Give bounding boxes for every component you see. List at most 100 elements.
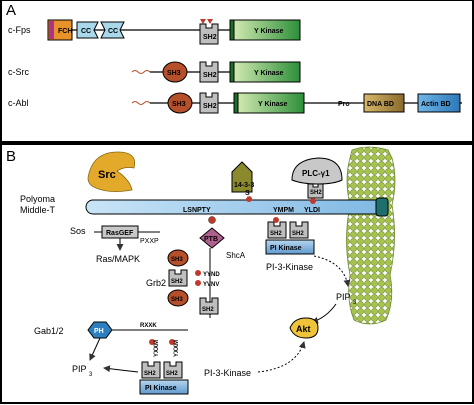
ras-mapk-label: Ras/MAPK	[96, 254, 140, 264]
plc-sh2-label: SH2	[310, 190, 322, 196]
pi3k-lower-akt-arrow	[257, 341, 306, 373]
domain-sh2	[199, 23, 219, 45]
domain-sh2-label: SH2	[203, 34, 217, 41]
motif-lsnpty: LSNPTY	[183, 207, 211, 214]
myristoyl-tail	[131, 101, 151, 105]
domain-kinase-cap	[229, 19, 235, 41]
domain-sh3	[167, 92, 193, 114]
grb2-sh3-c-label: SH3	[171, 297, 183, 303]
domain-sh2	[199, 61, 219, 83]
domain-sh2-label: SH2	[203, 103, 217, 110]
protein-name-c-fps: c-Fps	[8, 25, 31, 35]
shca-label: ShcA	[226, 251, 246, 260]
mt-label-line1: Polyoma	[20, 194, 55, 204]
phospho-triangle-2	[207, 19, 213, 24]
domain-fch-stripe	[49, 21, 54, 39]
pi3k-lower-sh2-1-label: SH2	[144, 371, 156, 377]
pip3-upper-base: PIP	[336, 292, 351, 302]
phospho-ympm	[273, 217, 279, 223]
panel-b-label: B	[6, 148, 16, 165]
domain-sh2-label: SH2	[203, 72, 217, 79]
middle-t-anchor	[375, 197, 389, 217]
akt-protein	[289, 317, 319, 339]
domain-kinase-label: Y Kinase	[254, 28, 284, 35]
domain-cc-1	[76, 21, 99, 39]
phospho-yldi	[310, 198, 316, 204]
motif-rxxk: RXXK	[140, 323, 157, 329]
pi3k-upper-sh2-2-label: SH2	[292, 231, 304, 237]
domain-actin-bd	[417, 93, 461, 113]
ptb-domain	[199, 227, 225, 249]
domain-cc-2-label: CC	[108, 28, 118, 35]
pi3k-upper-sh2-1-label: SH2	[270, 231, 282, 237]
pi3k-lower-sh2-2	[163, 361, 183, 379]
pip3-lower-base: PIP	[72, 364, 87, 374]
domain-pro-label: Pro	[338, 101, 350, 108]
panel-a-label: A	[6, 2, 16, 19]
phospho-yxxm-1	[149, 339, 155, 345]
motif-yxxm-2: YXXM	[174, 340, 180, 357]
pi3k-lower-name: PI-3-Kinase	[204, 368, 251, 378]
label-14-3-3: 14-3-3	[234, 182, 254, 189]
akt-label: Akt	[296, 324, 311, 334]
protein-name-c-abl: c-Abl	[8, 98, 29, 108]
shca-sh2-label: SH2	[202, 307, 214, 313]
label-s: S	[245, 190, 250, 197]
rasgef-label: RasGEF	[106, 230, 134, 237]
middle-t-bar	[85, 199, 387, 215]
domain-dna-bd-label: DNA BD	[367, 101, 394, 108]
pi3k-lower-catalytic	[139, 379, 189, 395]
ph-label: PH	[94, 328, 104, 335]
grb2-sh3-n-label: SH3	[171, 257, 183, 263]
phospho-triangle-1	[200, 19, 206, 24]
ptb-label: PTB	[204, 236, 218, 243]
phospho-lsnpty	[208, 216, 216, 224]
grb2-sh2	[168, 269, 188, 287]
pi3k-upper-pip3-arrow	[313, 255, 351, 287]
pi3k-lower-pip3-arrow	[103, 365, 139, 373]
row-c-src: c-Src SH3 SH2 Y Kinase	[8, 61, 301, 83]
pi3k-upper: SH2 SH2 PI Kinase PI-3-Kinase	[265, 217, 315, 272]
actin-filament	[346, 146, 396, 325]
myristoyl-tail	[131, 70, 151, 74]
domain-sh2	[199, 92, 219, 114]
sos-label: Sos	[70, 226, 86, 236]
pip3-upper-sub: 3	[353, 300, 357, 306]
actin-bead-column	[346, 146, 396, 325]
phospho-s-label: P	[246, 194, 250, 200]
motif-yvnv: YVNV	[203, 282, 219, 288]
pi3k-lower: YXXM YXXM SH2 SH2 PI Kinase PI-3-Kinase	[103, 339, 251, 395]
grb2-sh3-n	[167, 249, 189, 267]
domain-cc-1-label: CC	[81, 28, 91, 35]
protein-name-c-src: c-Src	[8, 67, 29, 77]
pi3k-lower-sh2-1	[141, 361, 161, 379]
src-kinase-shape	[87, 151, 136, 192]
domain-dna-bd	[363, 93, 405, 113]
mt-label-line2: Middle-T	[20, 205, 56, 215]
phospho-yxxm-2	[169, 339, 175, 345]
panel-b: B Src Polyoma Middle-T LSNPTY YMPM YLDI …	[0, 143, 474, 404]
domain-cc-2	[100, 21, 125, 39]
domain-actin-bd-label: Actin BD	[421, 101, 451, 108]
motif-ympm: YMPM	[273, 207, 294, 214]
domain-sh3-label: SH3	[167, 70, 181, 77]
pi3k-upper-sh2-1	[267, 221, 287, 239]
motif-yynd: YYND	[203, 272, 220, 278]
motif-yxxm-1: YXXM	[154, 340, 160, 357]
protein-14-3-3	[231, 161, 253, 193]
pip3-lower-sub: 3	[89, 372, 93, 378]
gab-pip3-arrow	[89, 337, 101, 361]
panel-a: A c-Fps FCH CC CC SH2 Y Kinase c-Src	[0, 0, 474, 143]
gab-label: Gab1/2	[34, 326, 64, 336]
pi3k-upper-catalytic-label: PI Kinase	[270, 245, 302, 252]
label-plc-gamma1: PLC-γ1	[302, 169, 330, 178]
pxxp-label: PXXP	[140, 238, 159, 245]
row-c-abl: c-Abl SH3 SH2 Y Kinase Pro DNA BD Actin …	[8, 92, 462, 114]
domain-kinase-cap	[233, 92, 239, 114]
domain-kinase-cap	[229, 61, 235, 83]
domain-sh3-label: SH3	[172, 101, 186, 108]
grb2-sh2-label: SH2	[171, 279, 183, 285]
grb2-label: Grb2	[146, 278, 166, 288]
pi3k-lower-catalytic-label: PI Kinase	[145, 385, 177, 392]
